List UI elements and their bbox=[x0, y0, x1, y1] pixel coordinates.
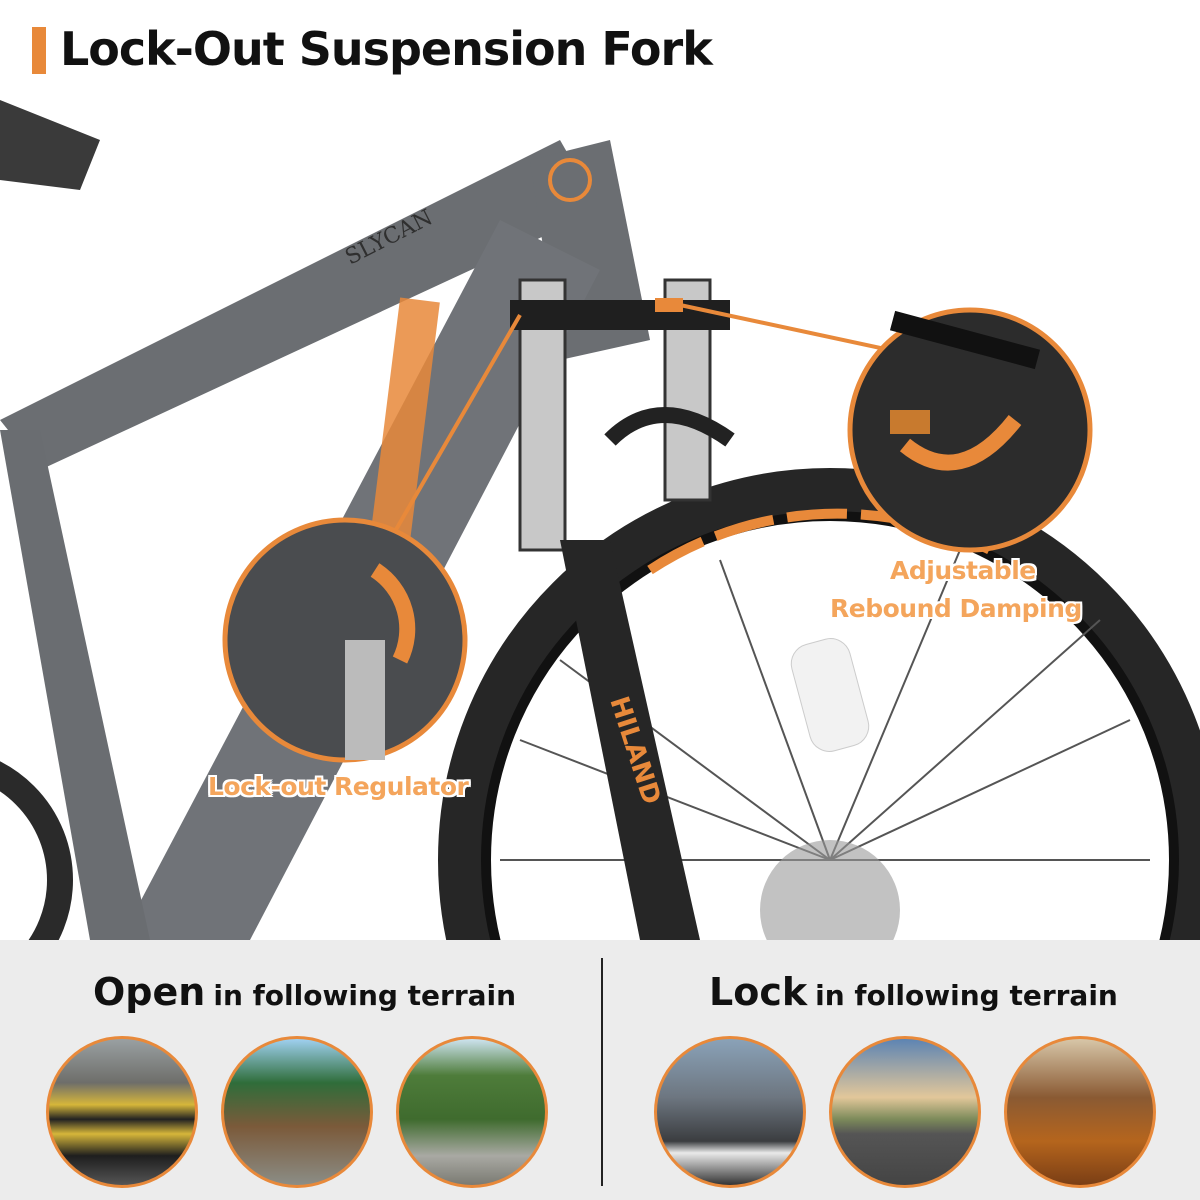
title-bar: Lock-Out Suspension Fork bbox=[0, 0, 1200, 100]
lock-keyword: Lock bbox=[709, 970, 808, 1014]
rotate-arrow-icon bbox=[899, 414, 1022, 471]
suspension-fork: HILAND bbox=[510, 278, 735, 940]
lockout-callout-circle bbox=[222, 517, 468, 763]
front-wheel bbox=[438, 468, 1200, 940]
page-title: Lock-Out Suspension Fork bbox=[60, 22, 713, 76]
open-keyword: Open bbox=[93, 970, 206, 1014]
terrain-open-road bbox=[829, 1036, 981, 1188]
lock-rest: in following terrain bbox=[815, 979, 1118, 1012]
terrain-rocky-meadow bbox=[396, 1036, 548, 1188]
terrain-autumn-forest bbox=[1004, 1036, 1156, 1188]
lockout-label: Lock-out Regulator bbox=[208, 772, 469, 801]
terrain-city-street bbox=[654, 1036, 806, 1188]
rebound-callout-circle bbox=[847, 307, 1093, 553]
rebound-label-line1: Adjustable bbox=[890, 556, 1036, 585]
title-accent-bar bbox=[32, 27, 46, 74]
divider bbox=[601, 958, 603, 1186]
bike-photo: SLYCAN HILAND Adjustable bbox=[0, 100, 1200, 940]
rebound-label-line2: Rebound Damping bbox=[830, 594, 1082, 623]
lockout-callout-line bbox=[388, 313, 522, 542]
rotate-arrow-icon bbox=[370, 563, 416, 664]
rear-wheel bbox=[0, 761, 73, 940]
terrain-speed-bump bbox=[46, 1036, 198, 1188]
open-rest: in following terrain bbox=[213, 979, 517, 1012]
rebound-callout-line bbox=[679, 303, 891, 352]
bike-illustration: SLYCAN HILAND bbox=[0, 100, 1200, 940]
terrain-forest-trail bbox=[221, 1036, 373, 1188]
